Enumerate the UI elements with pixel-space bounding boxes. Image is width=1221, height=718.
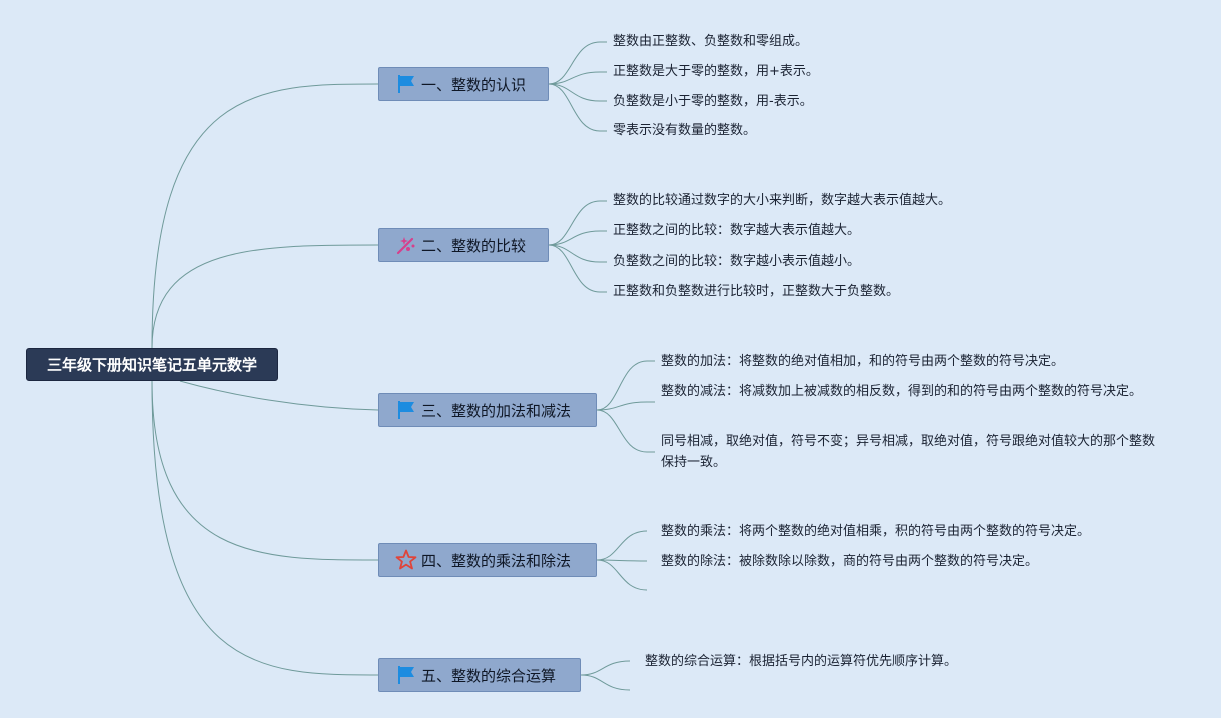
b1-link-1 bbox=[548, 41, 601, 85]
b5-link-1 bbox=[580, 660, 631, 676]
root-link-1 bbox=[151, 83, 379, 349]
branch-topic-4-label: 四、整数的乘法和除法 bbox=[421, 551, 572, 570]
leaf-1-3[interactable]: 负整数是小于零的整数，用-表示。 bbox=[613, 94, 813, 109]
b1-link-4 bbox=[548, 83, 601, 132]
flag-icon bbox=[395, 73, 417, 95]
flag-icon bbox=[395, 399, 417, 421]
leaf-1-4[interactable]: 零表示没有数量的整数。 bbox=[613, 123, 757, 138]
sparkle-icon bbox=[395, 234, 417, 256]
b3-link-3 bbox=[596, 409, 648, 453]
leaf-5-1[interactable]: 整数的综合运算：根据括号内的运算符优先顺序计算。 bbox=[645, 654, 958, 669]
b1-link-2 bbox=[548, 71, 601, 85]
leaf-3-2[interactable]: 整数的减法：将减数加上被减数的相反数，得到的和的符号由两个整数的符号决定。 bbox=[661, 384, 1143, 399]
branch-topic-4[interactable]: 四、整数的乘法和除法 bbox=[378, 543, 597, 577]
branch-topic-1[interactable]: 一、整数的认识 bbox=[378, 67, 549, 101]
leaf-3-3[interactable]: 同号相减，取绝对值，符号不变；异号相减，取绝对值，符号跟绝对值较大的那个整数保持… bbox=[661, 434, 1156, 470]
flag-icon bbox=[395, 664, 417, 686]
leaf-2-2[interactable]: 正整数之间的比较：数字越大表示值越大。 bbox=[613, 223, 861, 238]
b1-link-3 bbox=[548, 83, 601, 102]
branch-topic-3[interactable]: 三、整数的加法和减法 bbox=[378, 393, 597, 427]
b4-link-3 bbox=[596, 559, 648, 591]
branch-topic-3-label: 三、整数的加法和减法 bbox=[421, 401, 572, 420]
root-topic-label: 三年级下册知识笔记五单元数学 bbox=[46, 356, 257, 374]
leaf-4-2[interactable]: 整数的除法：被除数除以除数，商的符号由两个整数的符号决定。 bbox=[661, 554, 1039, 569]
branch-topic-2[interactable]: 二、整数的比较 bbox=[378, 228, 549, 262]
leaf-2-4[interactable]: 正整数和负整数进行比较时，正整数大于负整数。 bbox=[613, 284, 900, 299]
b3-link-1 bbox=[596, 360, 648, 411]
branch-topic-5-label: 五、整数的综合运算 bbox=[421, 666, 557, 685]
b2-link-4 bbox=[548, 244, 601, 293]
leaf-2-1[interactable]: 整数的比较通过数字的大小来判断，数字越大表示值越大。 bbox=[613, 193, 952, 208]
leaf-2-3[interactable]: 负整数之间的比较：数字越小表示值越小。 bbox=[613, 254, 861, 269]
root-topic[interactable]: 三年级下册知识笔记五单元数学 bbox=[26, 348, 278, 381]
leaf-1-2[interactable]: 正整数是大于零的整数，用+表示。 bbox=[613, 64, 819, 79]
leaf-4-1[interactable]: 整数的乘法：将两个整数的绝对值相乘，积的符号由两个整数的符号决定。 bbox=[661, 524, 1091, 539]
branch-topic-1-label: 一、整数的认识 bbox=[421, 75, 527, 94]
b2-link-1 bbox=[548, 200, 601, 246]
b5-link-2 bbox=[580, 674, 631, 691]
branch-topic-5[interactable]: 五、整数的综合运算 bbox=[378, 658, 581, 692]
leaf-1-1[interactable]: 整数由正整数、负整数和零组成。 bbox=[613, 34, 809, 49]
branch-topic-2-label: 二、整数的比较 bbox=[421, 236, 527, 255]
b4-link-2 bbox=[596, 559, 648, 562]
b3-link-2 bbox=[596, 401, 648, 411]
b2-link-2 bbox=[548, 230, 601, 246]
b4-link-1 bbox=[596, 530, 648, 561]
root-link-4 bbox=[151, 380, 379, 561]
b2-link-3 bbox=[548, 244, 601, 263]
leaf-3-1[interactable]: 整数的加法：将整数的绝对值相加，和的符号由两个整数的符号决定。 bbox=[661, 354, 1065, 369]
root-link-3 bbox=[179, 380, 379, 411]
root-link-2 bbox=[151, 244, 379, 349]
root-link-5 bbox=[151, 380, 379, 676]
star-icon bbox=[395, 549, 417, 571]
